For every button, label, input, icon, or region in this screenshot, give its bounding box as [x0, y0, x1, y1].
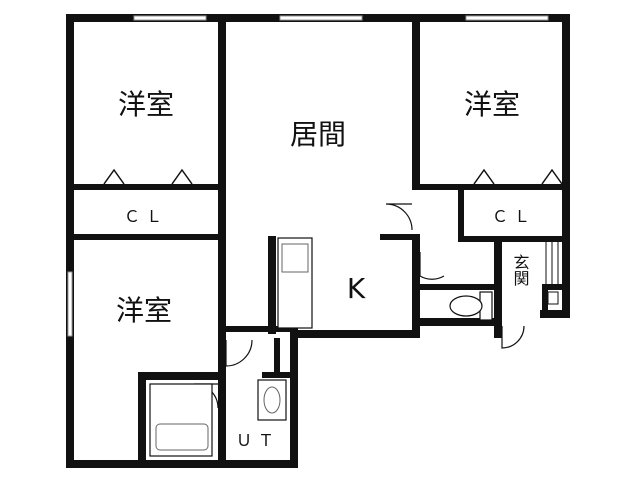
closet-2-label: ＣＬ — [492, 207, 536, 226]
utility-label: ＵＴ — [236, 431, 280, 450]
toilet — [449, 291, 493, 321]
interior-walls — [74, 22, 570, 468]
closet-1-label: ＣＬ — [124, 207, 168, 226]
closet-door-marks — [103, 168, 563, 185]
kitchen-counter — [277, 237, 313, 329]
wash-basin — [257, 379, 287, 421]
western-room-2-label: 洋室 — [464, 88, 520, 121]
western-room-1-label: 洋室 — [118, 88, 174, 121]
windows — [67, 15, 549, 337]
western-room-3-label: 洋室 — [116, 294, 172, 327]
bathtub — [149, 383, 213, 457]
living-room-label: 居間 — [290, 118, 346, 151]
entrance-label: 玄関 — [511, 254, 530, 287]
kitchen-label: K — [347, 272, 366, 305]
entrance-steps — [545, 242, 559, 305]
